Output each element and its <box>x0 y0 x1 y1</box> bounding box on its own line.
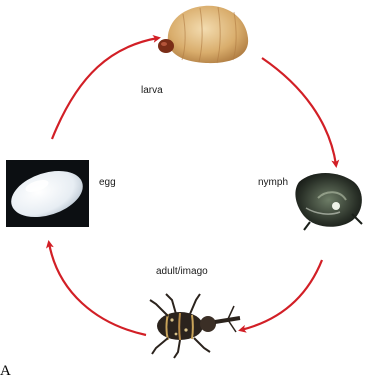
egg-label: egg <box>99 178 116 188</box>
arrow-nymph-to-adult <box>241 260 322 330</box>
nymph-label: nymph <box>258 178 288 188</box>
arrow-adult-to-egg <box>49 243 146 335</box>
larva-illustration <box>158 6 248 63</box>
arrow-larva-to-nymph <box>262 58 336 165</box>
panel-letter: A <box>0 364 11 379</box>
nymph-illustration <box>295 173 362 230</box>
adult-imago-label: adult/imago <box>156 267 208 277</box>
adult-weevil-illustration <box>150 294 240 358</box>
larva-label: larva <box>141 86 163 96</box>
egg-illustration <box>5 160 89 227</box>
